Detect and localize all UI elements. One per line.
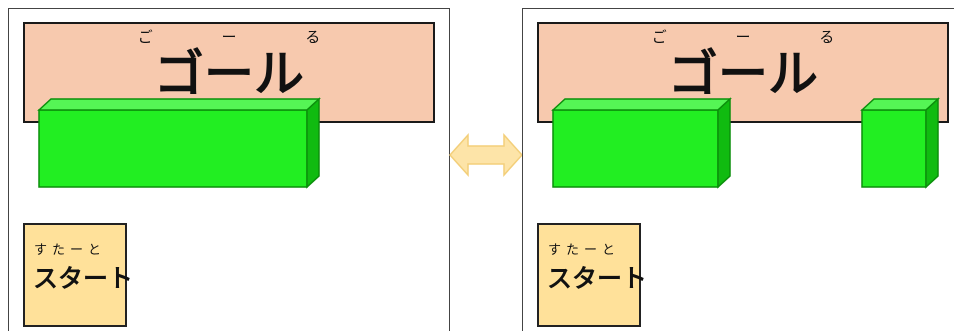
medium-green-block [551,97,732,189]
start-ruby: すたーと [34,243,107,258]
blocks-layer [37,97,321,189]
right-panel: ご ー る ゴール すたーと スタート [522,8,954,331]
long-green-block [37,97,321,189]
goal-ruby: ご ー る [651,28,867,46]
start-ruby: すたーと [548,243,621,258]
goal-label: ゴール [668,45,818,103]
start-box: すたーと スタート [537,223,647,327]
start-label: スタート [547,264,648,293]
blocks-layer [551,97,940,189]
goal-label: ゴール [154,45,304,103]
double-arrow-icon [448,133,524,177]
start-box: すたーと スタート [23,223,133,327]
goal-ruby: ご ー る [137,28,353,46]
start-label: スタート [33,264,134,293]
left-panel: ご ー る ゴール すたーと スタート [8,8,450,331]
small-green-block [860,97,940,189]
